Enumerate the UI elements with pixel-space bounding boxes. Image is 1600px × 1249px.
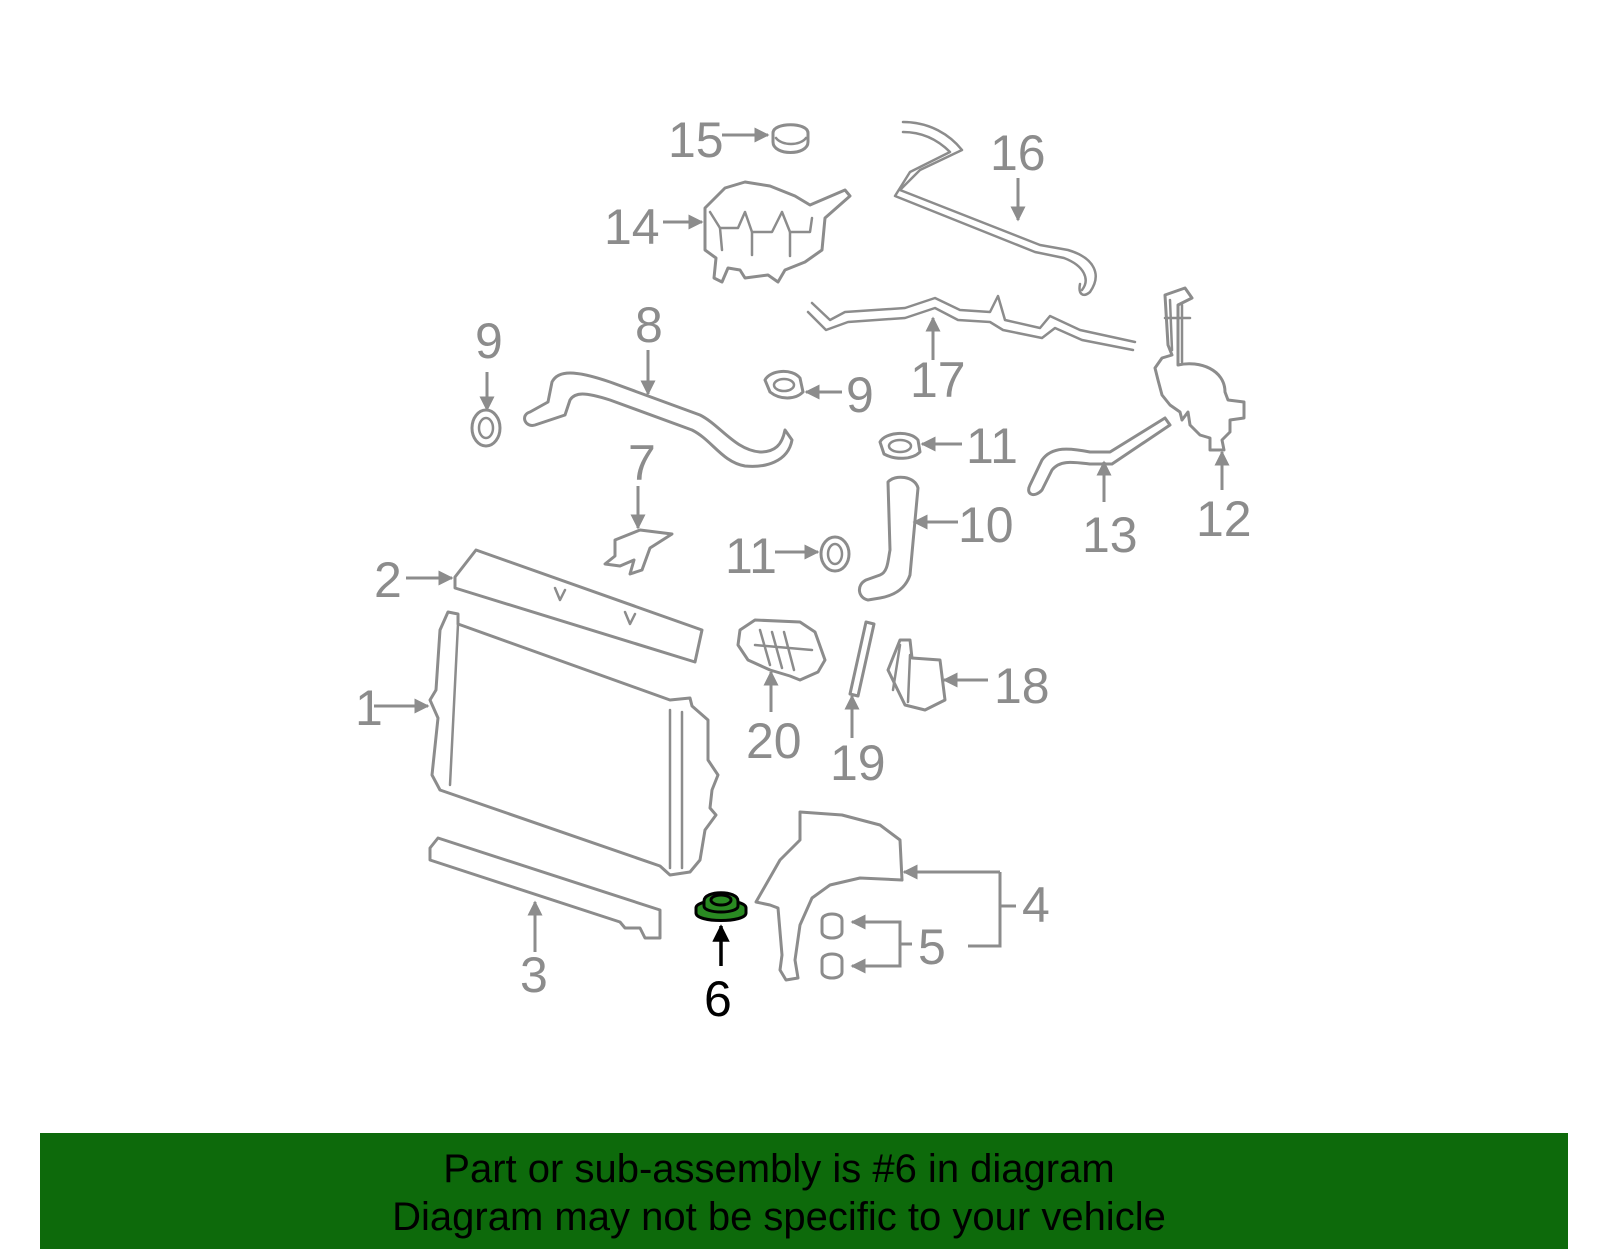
callout-17: 17	[910, 352, 966, 408]
callout-9-right: 9	[846, 367, 874, 423]
part-6-grommet	[694, 891, 748, 966]
callout-14: 14	[604, 199, 660, 255]
part-11-clamp-lower	[775, 535, 851, 573]
callout-4: 4	[1022, 877, 1050, 933]
callout-3: 3	[520, 947, 548, 1003]
part-4-deflector	[754, 810, 1016, 982]
callout-10: 10	[958, 497, 1014, 553]
callout-2: 2	[374, 552, 402, 608]
part-2-shroud	[406, 548, 704, 664]
callout-6: 6	[704, 971, 732, 1027]
part-1-radiator	[374, 610, 720, 877]
part-20-fan	[736, 618, 827, 712]
callout-11-lower: 11	[725, 528, 777, 584]
callout-1: 1	[355, 680, 383, 736]
callout-7: 7	[628, 435, 656, 491]
banner-line-2: Diagram may not be specific to your vehi…	[392, 1195, 1166, 1239]
callout-20: 20	[746, 713, 802, 769]
part-14-reservoir	[663, 180, 852, 284]
callout-8: 8	[635, 297, 663, 353]
callout-13: 13	[1082, 507, 1138, 563]
callout-19: 19	[830, 735, 886, 791]
part-9-clamp-left	[470, 372, 502, 448]
part-13-hose	[1027, 416, 1172, 502]
part-17-hose	[806, 294, 1137, 360]
callout-5: 5	[918, 919, 946, 975]
callout-15: 15	[668, 112, 724, 168]
part-16-hose	[893, 120, 1097, 296]
part-8-hose	[523, 350, 794, 468]
part-3-baffle	[428, 836, 662, 952]
part-18-plate	[886, 638, 988, 712]
callout-11-upper: 11	[966, 418, 1018, 474]
part-11-clamp-upper	[878, 432, 962, 460]
part-19-seal	[844, 620, 876, 738]
info-banner: Part or sub-assembly is #6 in diagram Di…	[40, 1133, 1568, 1249]
part-15-cap	[722, 123, 810, 154]
callout-18: 18	[994, 658, 1050, 714]
part-5-pins	[820, 912, 912, 980]
callout-16: 16	[990, 125, 1046, 181]
callout-12: 12	[1196, 491, 1252, 547]
callout-9-left: 9	[475, 313, 503, 369]
banner-line-1: Part or sub-assembly is #6 in diagram	[443, 1147, 1115, 1191]
part-9-clamp-right	[763, 370, 842, 400]
part-12-housing	[1153, 286, 1246, 490]
part-7-bracket	[603, 486, 674, 576]
part-10-hose	[858, 475, 958, 602]
